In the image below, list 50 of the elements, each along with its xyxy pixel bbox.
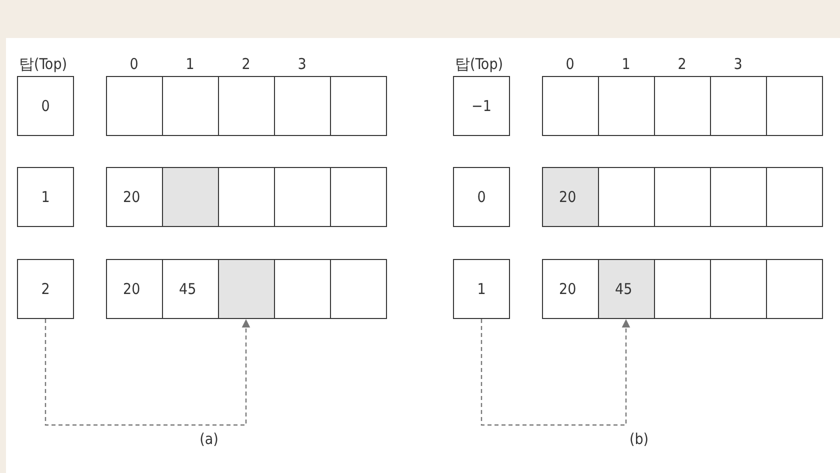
array-cell (274, 259, 331, 319)
array-cell: 20 (542, 259, 599, 319)
array-cell (766, 167, 823, 227)
array-cell (330, 167, 387, 227)
top-index-box: 0 (453, 167, 510, 227)
figure-caption: (b) (629, 430, 649, 448)
array-cell (766, 76, 823, 136)
array-cell (162, 167, 219, 227)
top-index-box: 1 (17, 167, 74, 227)
top-index-box: 1 (453, 259, 510, 319)
top-index-box: 2 (17, 259, 74, 319)
array-cell (218, 76, 275, 136)
array-cell (710, 167, 767, 227)
array-cell (106, 76, 163, 136)
array-cell (654, 76, 711, 136)
array-cell: 20 (542, 167, 599, 227)
index-number: 2 (242, 55, 250, 73)
dashed-arrow (44, 319, 250, 426)
array-cell (710, 76, 767, 136)
array-cell (330, 259, 387, 319)
array-cell: 20 (106, 259, 163, 319)
array-cell (274, 167, 331, 227)
array-cell (710, 259, 767, 319)
array-cell (598, 76, 655, 136)
index-number: 3 (298, 55, 306, 73)
array-cell (654, 259, 711, 319)
index-number: 2 (678, 55, 686, 73)
index-number: 1 (622, 55, 630, 73)
index-number: 3 (734, 55, 742, 73)
array-cell (766, 259, 823, 319)
figure-caption: (a) (200, 430, 218, 448)
column-header: 탑(Top) (454, 55, 504, 74)
top-index-box: 0 (17, 76, 74, 136)
array-cell (654, 167, 711, 227)
array-cell (274, 76, 331, 136)
array-cell: 45 (598, 259, 655, 319)
array-cell (218, 167, 275, 227)
index-number: 0 (130, 55, 138, 73)
array-cell: 45 (162, 259, 219, 319)
column-header: 탑(Top) (18, 55, 68, 74)
dashed-arrow (480, 319, 630, 426)
index-number: 1 (186, 55, 194, 73)
array-cell (330, 76, 387, 136)
array-cell (598, 167, 655, 227)
array-cell (162, 76, 219, 136)
array-cell: 20 (106, 167, 163, 227)
top-index-box: −1 (453, 76, 510, 136)
array-cell (218, 259, 275, 319)
array-cell (542, 76, 599, 136)
index-number: 0 (566, 55, 574, 73)
